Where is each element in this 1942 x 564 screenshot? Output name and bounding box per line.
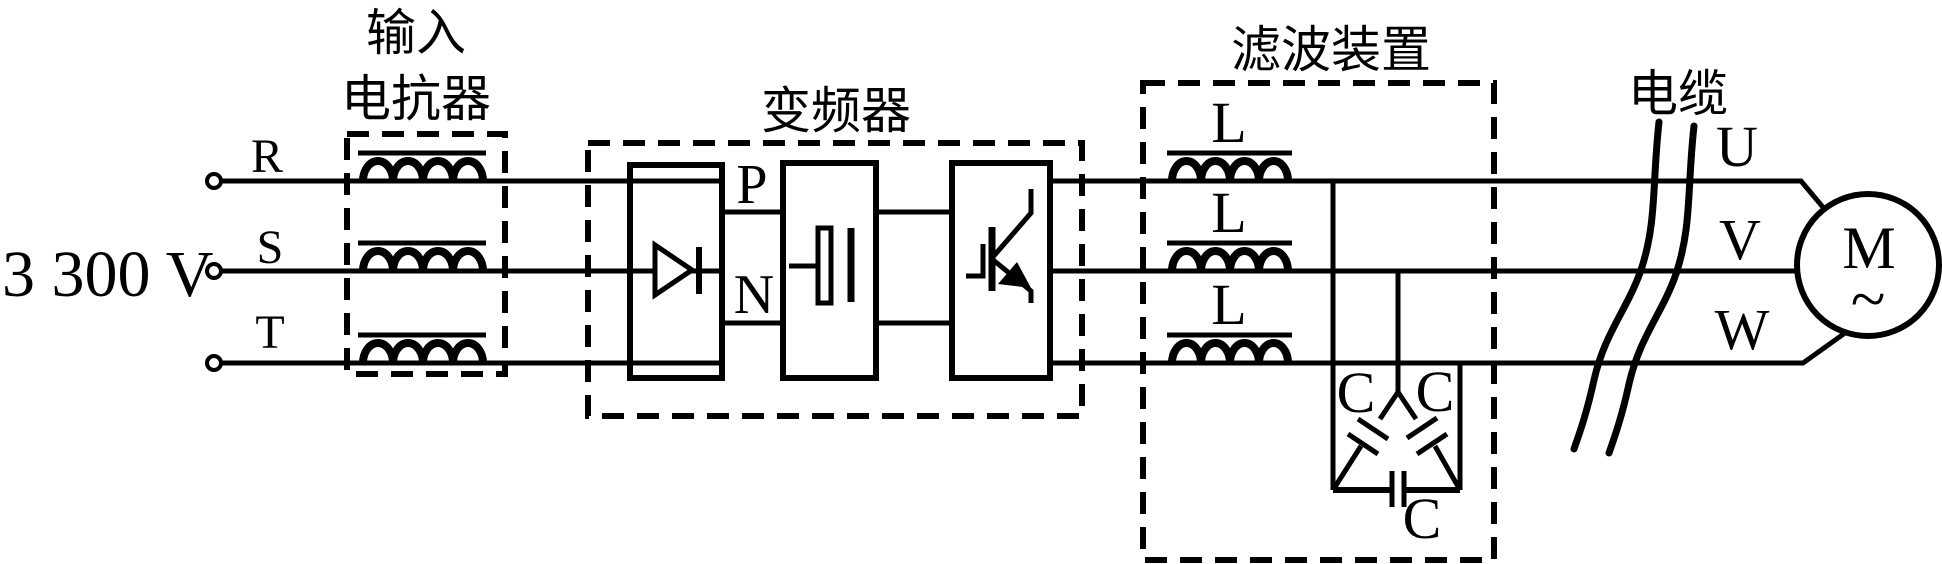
- input-reactor-label-line2: 电抗器: [341, 71, 491, 127]
- filter-inductor-icon-1: [1167, 150, 1292, 182]
- filter-inductor-label-1: L: [1211, 90, 1246, 155]
- frequency-converter-label: 变频器: [761, 83, 911, 139]
- diode-icon: [652, 240, 702, 300]
- filter-inductor-icon-2: [1167, 240, 1292, 272]
- filter-capacitor-label-1: C: [1337, 360, 1376, 425]
- filter-inductor-label-2: L: [1211, 180, 1246, 245]
- filter-device-label: 滤波装置: [1231, 22, 1431, 78]
- phase-label-t: T: [255, 306, 284, 359]
- dc-bus-p-label: P: [736, 154, 767, 216]
- delta-capacitor-right-icon: [1395, 390, 1463, 492]
- capacitor-icon: [789, 225, 855, 306]
- filter-inductor-label-3: L: [1211, 272, 1246, 337]
- reactor-coil-icon-r: [358, 150, 487, 182]
- dc-bus-n-label: N: [734, 264, 774, 326]
- phase-terminal-r: [205, 172, 223, 190]
- cable-curve-2: [1605, 122, 1698, 457]
- igbt-icon: [966, 189, 1034, 303]
- delta-capacitor-bottom-icon: [1333, 471, 1460, 507]
- filter-inductor-icon-3: [1167, 332, 1292, 364]
- filter-capacitor-label-3: C: [1403, 486, 1442, 551]
- output-line-u: [1050, 178, 1829, 214]
- phase-terminal-t: [205, 354, 223, 372]
- output-phase-label-v: V: [1719, 207, 1761, 272]
- phase-label-r: R: [251, 130, 283, 183]
- input-reactor-label-line1: 输入: [366, 5, 466, 61]
- filter-capacitor-label-2: C: [1416, 359, 1455, 424]
- cable-curve-1: [1570, 118, 1663, 453]
- delta-capacitor-left-icon: [1330, 390, 1401, 492]
- reactor-coil-icon-t: [358, 332, 487, 364]
- input-reactor-box: [344, 131, 508, 377]
- source-voltage-label: 3 300 V: [2, 238, 213, 311]
- phase-terminal-s: [205, 262, 223, 280]
- output-phase-label-w: W: [1715, 297, 1770, 362]
- phase-label-s: S: [257, 221, 284, 274]
- filter-device-box: [1140, 80, 1497, 563]
- motor-ac-symbol: ~: [1851, 263, 1886, 334]
- output-line-w: [1050, 330, 1847, 366]
- dc-link-capacitor-box: [780, 160, 879, 381]
- frequency-converter-box: [585, 140, 1085, 419]
- reactor-coil-icon-s: [358, 240, 487, 272]
- rectifier-box: [627, 162, 725, 381]
- output-phase-label-u: U: [1716, 114, 1758, 179]
- motor-circle: [1794, 191, 1942, 339]
- cable-label: 电缆: [1628, 66, 1728, 122]
- motor-letter: M: [1842, 215, 1895, 281]
